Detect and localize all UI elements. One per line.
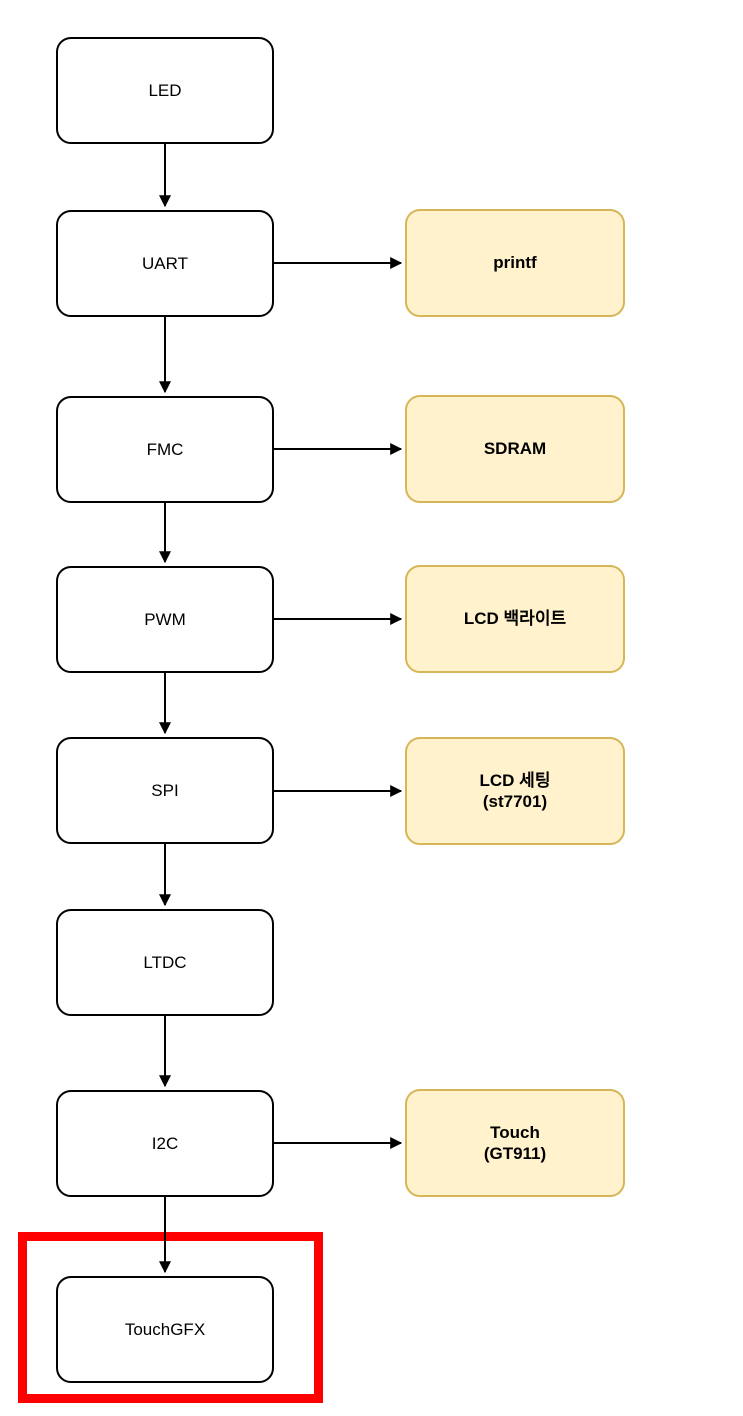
peripheral-lcd-backlight-label: LCD 백라이트 bbox=[463, 609, 567, 629]
node-i2c: I2C bbox=[56, 1090, 274, 1197]
peripheral-printf: printf bbox=[405, 209, 625, 317]
peripheral-sdram-label: SDRAM bbox=[483, 439, 547, 459]
peripheral-touch-label: Touch (GT911) bbox=[483, 1122, 547, 1163]
peripheral-touch: Touch (GT911) bbox=[405, 1089, 625, 1197]
node-pwm-label: PWM bbox=[144, 609, 186, 629]
peripheral-printf-label: printf bbox=[493, 253, 537, 273]
node-uart-label: UART bbox=[142, 253, 188, 273]
peripheral-lcd-setting: LCD 세팅 (st7701) bbox=[405, 737, 625, 845]
node-touchgfx-label: TouchGFX bbox=[124, 1319, 206, 1339]
peripheral-lcd-backlight: LCD 백라이트 bbox=[405, 565, 625, 673]
node-i2c-label: I2C bbox=[151, 1133, 179, 1153]
node-spi: SPI bbox=[56, 737, 274, 844]
node-led-label: LED bbox=[148, 80, 182, 100]
node-led: LED bbox=[56, 37, 274, 144]
node-ltdc: LTDC bbox=[56, 909, 274, 1016]
node-touchgfx: TouchGFX bbox=[56, 1276, 274, 1383]
peripheral-sdram: SDRAM bbox=[405, 395, 625, 503]
node-pwm: PWM bbox=[56, 566, 274, 673]
highlight-rectangle bbox=[18, 1232, 323, 1403]
node-uart: UART bbox=[56, 210, 274, 317]
node-fmc-label: FMC bbox=[146, 439, 184, 459]
node-ltdc-label: LTDC bbox=[143, 952, 187, 972]
node-fmc: FMC bbox=[56, 396, 274, 503]
peripheral-lcd-setting-label: LCD 세팅 (st7701) bbox=[479, 770, 551, 811]
node-spi-label: SPI bbox=[151, 780, 179, 800]
